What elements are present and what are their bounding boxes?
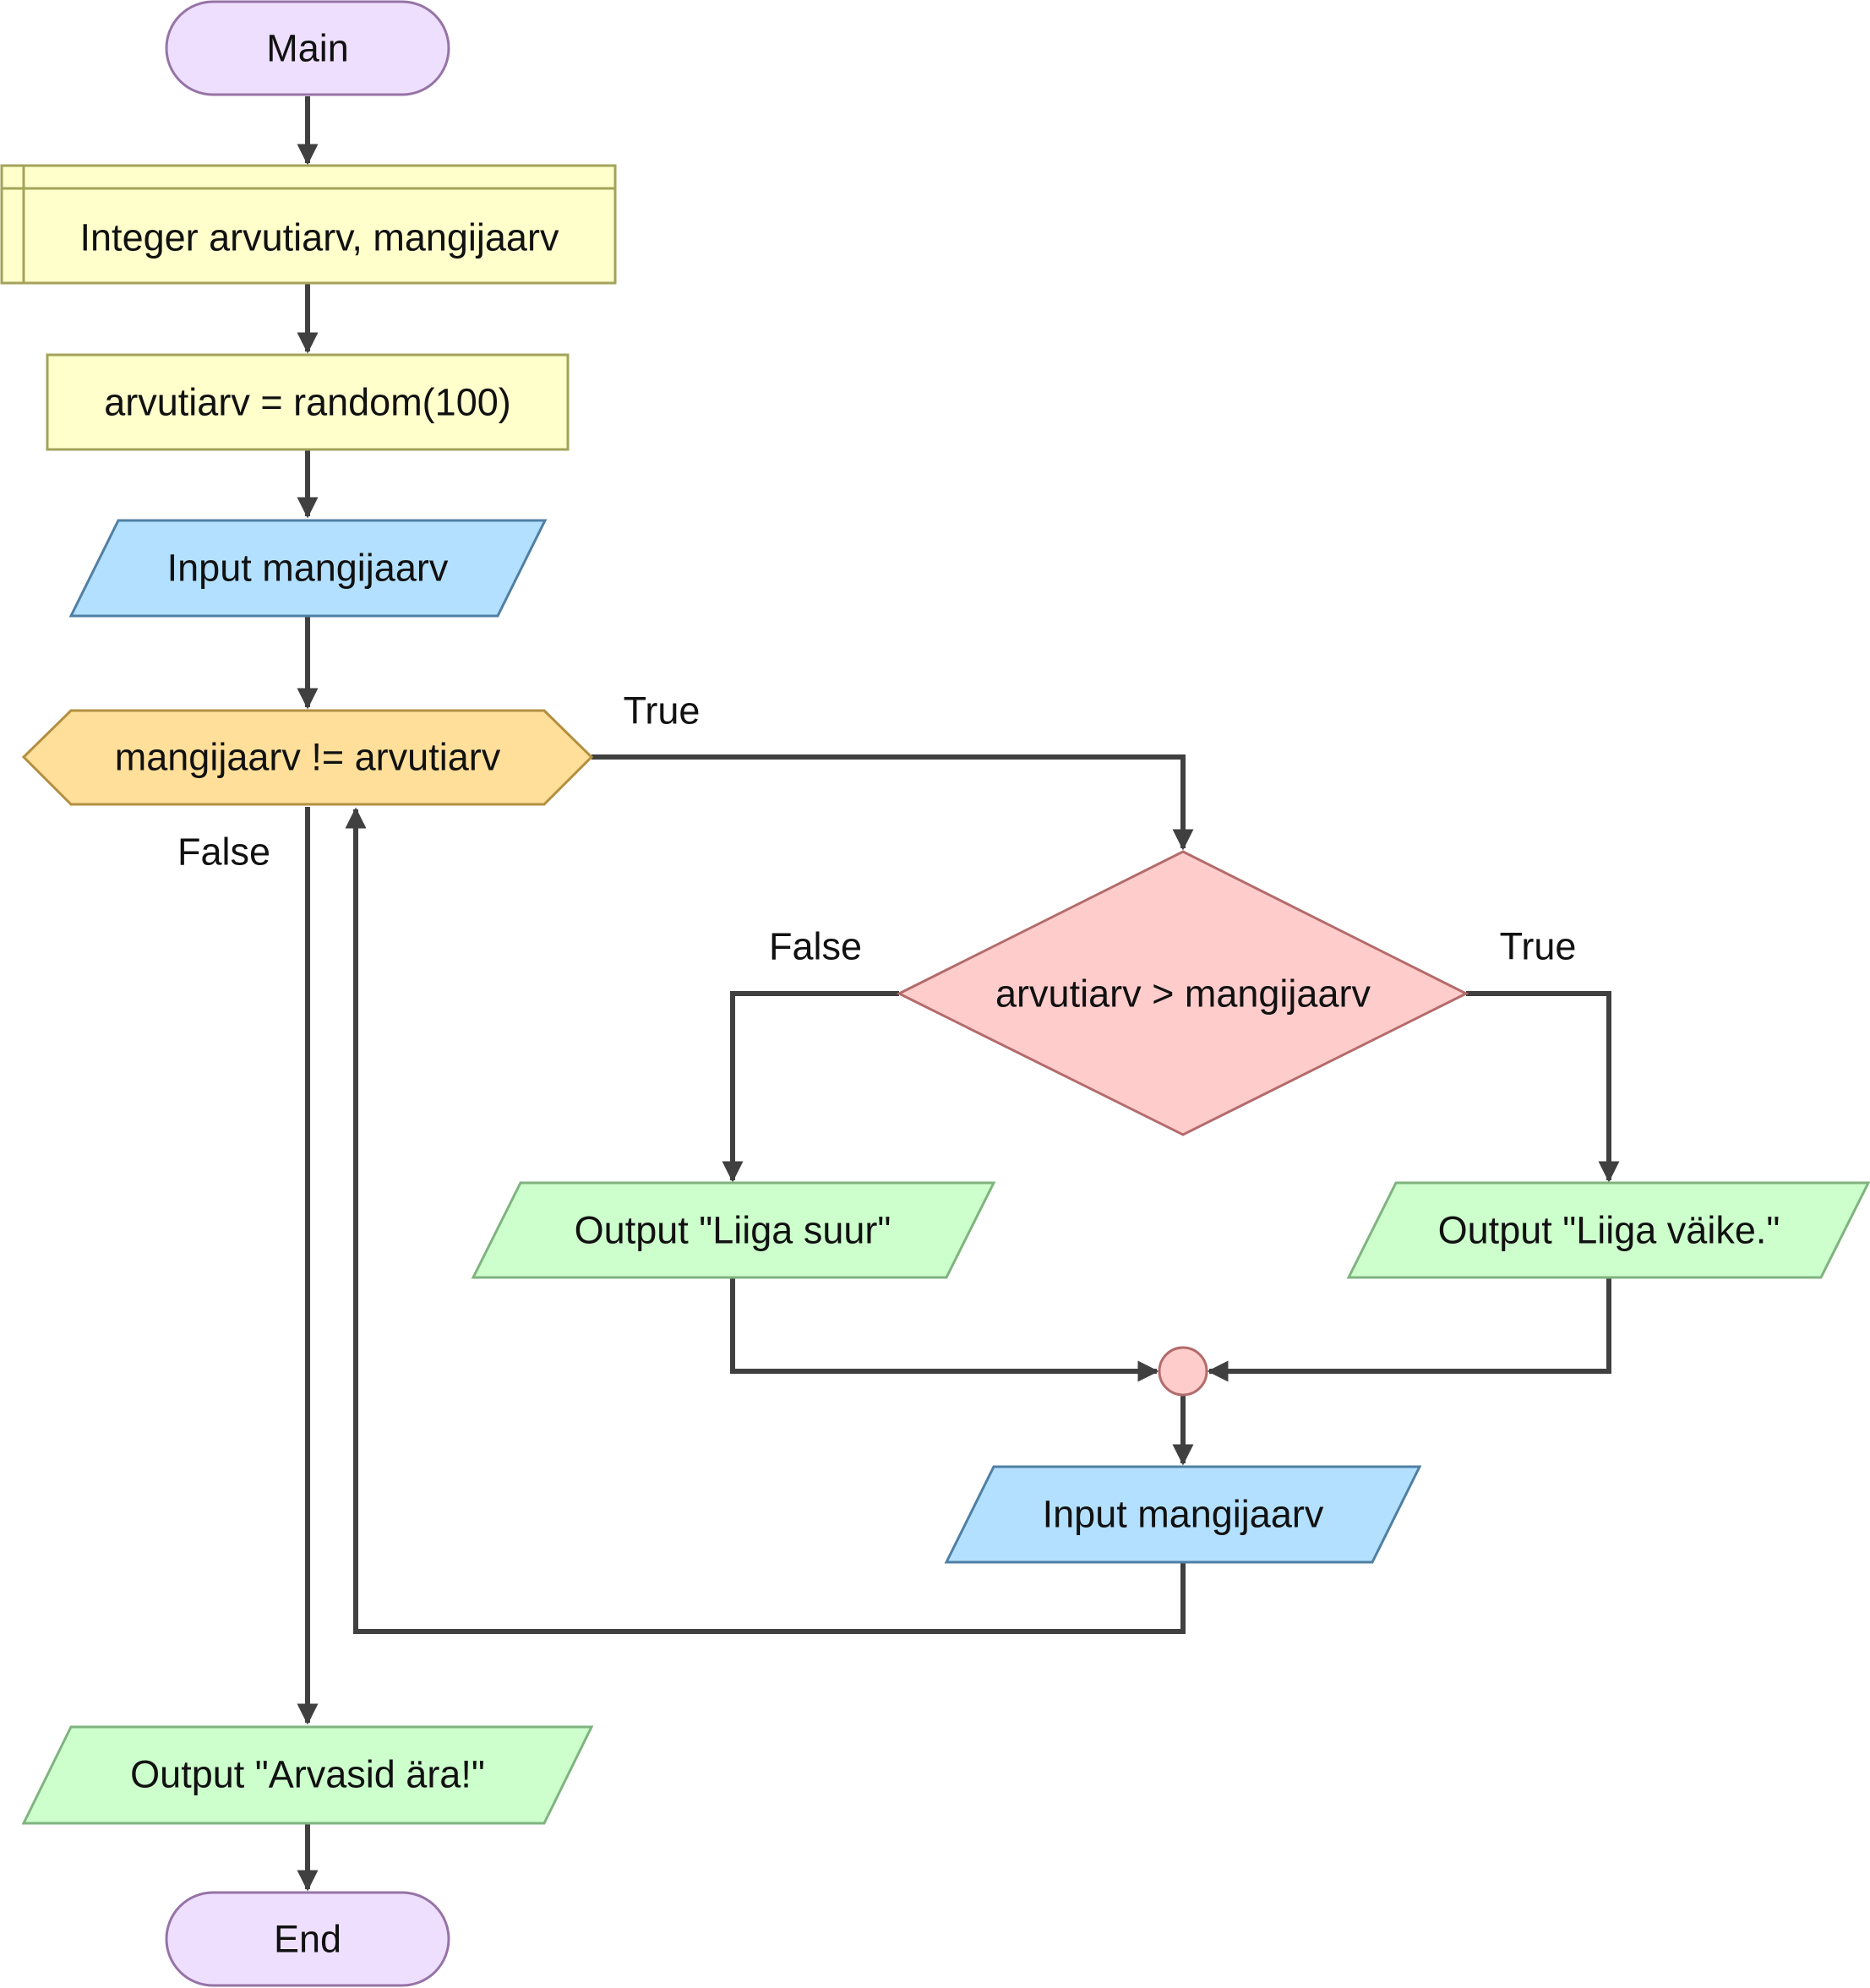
output-suur-parallelogram bbox=[471, 1181, 996, 1279]
output-vaike-parallelogram bbox=[1346, 1181, 1870, 1279]
output-suur-label: Output "Liiga suur" bbox=[575, 1209, 891, 1252]
assign-box bbox=[46, 353, 570, 451]
main-label: Main bbox=[266, 27, 349, 70]
while-false-label: False bbox=[177, 831, 270, 874]
input-2-label: Input mangijaarv bbox=[1043, 1493, 1324, 1536]
node-assign: arvutiarv = random(100) bbox=[46, 353, 570, 451]
declare-label: Integer arvutiarv, mangijaarv bbox=[80, 216, 559, 259]
edge-if-false-to-output-suur bbox=[722, 991, 899, 1183]
end-terminal bbox=[165, 1891, 450, 1987]
main-terminal bbox=[165, 0, 450, 96]
node-main: Main bbox=[165, 0, 450, 96]
output-done-parallelogram bbox=[21, 1725, 594, 1825]
input-1-label: Input mangijaarv bbox=[167, 547, 449, 590]
merge-connector bbox=[1158, 1346, 1208, 1397]
node-end: End bbox=[165, 1891, 450, 1987]
assign-label: arvutiarv = random(100) bbox=[104, 381, 510, 424]
edges bbox=[297, 96, 1620, 1892]
end-label: End bbox=[274, 1918, 341, 1961]
node-if: arvutiarv > mangijaarv bbox=[896, 850, 1469, 1136]
if-false-label: False bbox=[769, 925, 862, 968]
edge-input-loop-back bbox=[345, 807, 1186, 1634]
edge-if-true-to-output-vaike bbox=[1466, 991, 1620, 1183]
if-diamond bbox=[896, 850, 1469, 1136]
edge-output-vaike-to-connector bbox=[1207, 1277, 1611, 1382]
while-hexagon bbox=[21, 709, 594, 806]
node-input-1: Input mangijaarv bbox=[68, 519, 548, 618]
if-label: arvutiarv > mangijaarv bbox=[995, 972, 1371, 1016]
node-output-vaike: Output "Liiga väike." bbox=[1346, 1181, 1870, 1279]
node-declare: Integer arvutiarv, mangijaarv bbox=[0, 164, 617, 285]
while-true-label: True bbox=[624, 689, 701, 733]
while-label: mangijaarv != arvutiarv bbox=[115, 736, 501, 779]
node-while: mangijaarv != arvutiarv bbox=[21, 709, 594, 806]
if-true-label: True bbox=[1500, 925, 1577, 968]
node-output-done: Output "Arvasid ära!" bbox=[21, 1725, 594, 1825]
edge-while-true-to-if bbox=[592, 754, 1194, 851]
output-done-label: Output "Arvasid ära!" bbox=[130, 1753, 485, 1796]
declare-box bbox=[0, 164, 617, 285]
input-2-parallelogram bbox=[944, 1465, 1422, 1564]
node-input-2: Input mangijaarv bbox=[944, 1465, 1422, 1564]
node-output-suur: Output "Liiga suur" bbox=[471, 1181, 996, 1279]
input-1-parallelogram bbox=[68, 519, 548, 618]
output-vaike-label: Output "Liiga väike." bbox=[1438, 1209, 1780, 1252]
edge-output-suur-to-connector bbox=[730, 1277, 1159, 1382]
